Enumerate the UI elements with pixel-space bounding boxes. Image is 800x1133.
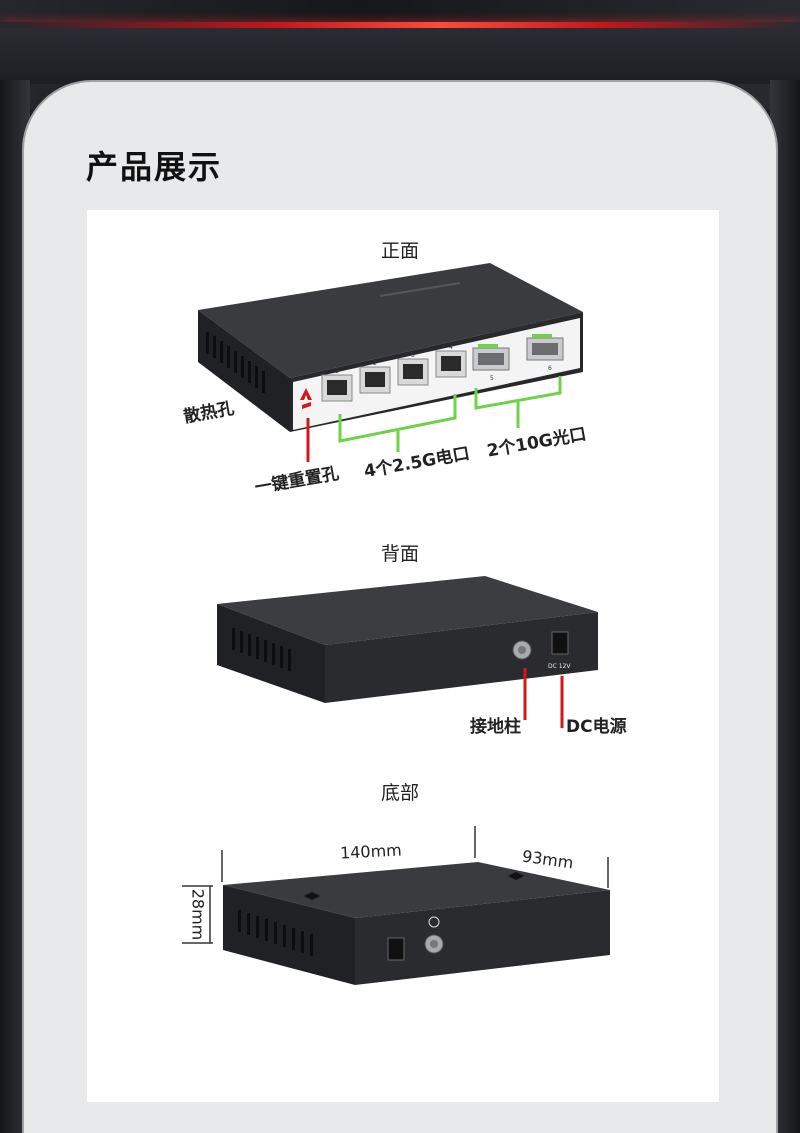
- bottom-view-illustration: [182, 826, 610, 985]
- rj45-bracket: [338, 394, 457, 443]
- side-vents: [206, 332, 265, 393]
- port-number-3: 3: [411, 352, 415, 359]
- page-title: 产品展示: [86, 148, 223, 186]
- bottom-side-vents: [238, 910, 313, 956]
- length-dimension: 140mm: [339, 840, 403, 863]
- port-number-4: 4: [449, 344, 453, 351]
- front-device-top: [198, 263, 583, 378]
- dc-label: DC 12V: [548, 663, 571, 670]
- back-view-title: 背面: [380, 543, 419, 565]
- front-view-title: 正面: [380, 240, 419, 262]
- power-callout: DC电源: [566, 717, 627, 737]
- back-device-top: [217, 576, 598, 645]
- bottom-device-side: [223, 885, 355, 985]
- sfp-ports: [472, 334, 564, 371]
- height-dimension: 28mm: [188, 888, 208, 941]
- back-view-illustration: DC 12V: [217, 576, 598, 728]
- back-device-side: [217, 604, 325, 703]
- brand-logo: [300, 388, 312, 409]
- port-number-2: 2: [373, 360, 377, 367]
- red-light-streak: [0, 22, 800, 28]
- screw-mark-right: [508, 872, 524, 880]
- back-side-vents: [232, 628, 291, 671]
- rj45-ports: [321, 350, 467, 402]
- bottom-device-face: [355, 890, 610, 985]
- port-number-1: 1: [335, 368, 339, 375]
- ground-callout: 接地柱: [470, 717, 521, 737]
- screw-mark-left: [304, 892, 320, 900]
- dark-header-band: [0, 28, 800, 84]
- sfp-number-6: 6: [548, 365, 552, 372]
- back-device-face: [325, 612, 598, 703]
- sfp-number-5: 5: [490, 375, 494, 382]
- bottom-dc-jack: [387, 937, 405, 961]
- bottom-view-title: 底部: [380, 782, 419, 804]
- front-view-illustration: SKS3200M-4GPY2XF 1 2 3 4 5 6: [198, 263, 583, 462]
- dc-jack: [551, 631, 569, 655]
- ground-icon: [428, 916, 440, 928]
